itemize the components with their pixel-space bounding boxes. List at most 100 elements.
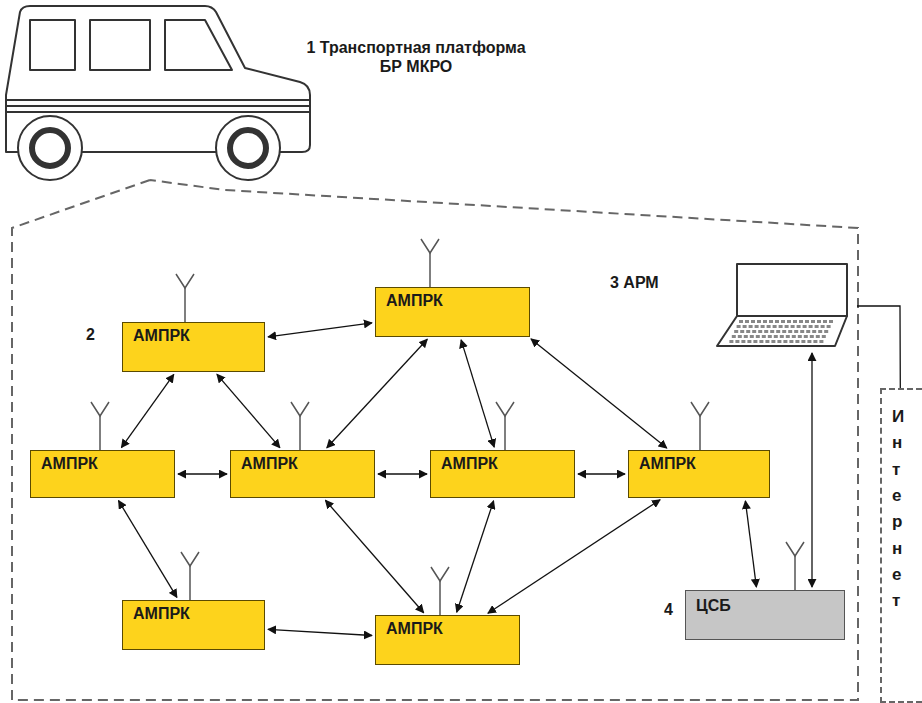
key (821, 325, 825, 328)
key (798, 335, 802, 338)
key (763, 320, 767, 323)
link-arrow (857, 306, 900, 388)
key (804, 335, 808, 338)
node-label: АМПРК (441, 455, 498, 473)
key (822, 335, 826, 338)
key (779, 325, 783, 328)
key (776, 330, 780, 333)
antenna-mast (184, 288, 186, 322)
callout-number: 2 (86, 325, 95, 344)
laptop-keyboard (717, 316, 847, 346)
antenna-symbol (181, 552, 199, 600)
key (761, 325, 765, 328)
key (787, 320, 791, 323)
key (765, 340, 769, 343)
key (801, 340, 805, 343)
node-label: Интернет (892, 404, 909, 615)
antenna-symbol (421, 239, 439, 287)
key (773, 325, 777, 328)
key (800, 330, 804, 333)
key (751, 320, 755, 323)
node-label: АМПРК (386, 292, 443, 310)
antenna-head (496, 402, 514, 416)
key (771, 340, 775, 343)
callout-number: 4 (664, 600, 673, 619)
dashed-region (12, 180, 858, 700)
key (749, 325, 753, 328)
node-label: АМПРК (639, 455, 696, 473)
key (794, 330, 798, 333)
antenna-head (291, 402, 309, 416)
base-station-box: ЦСБ (685, 590, 845, 640)
key (793, 320, 797, 323)
link-arrow (531, 339, 667, 448)
key (815, 325, 819, 328)
antenna-symbol (431, 567, 449, 615)
key (743, 325, 747, 328)
key (823, 320, 827, 323)
key (758, 330, 762, 333)
key (810, 335, 814, 338)
radio-module-box: АМПРК (375, 287, 530, 337)
key (759, 340, 763, 343)
key (762, 335, 766, 338)
antenna-mast (504, 416, 506, 450)
key (812, 330, 816, 333)
node-label: АМПРК (133, 327, 190, 345)
key (737, 325, 741, 328)
radio-module-box: АМПРК (430, 450, 575, 498)
link-arrow (457, 501, 494, 612)
antenna-mast (429, 253, 431, 287)
antenna-symbol (176, 274, 194, 322)
link-arrow (268, 629, 372, 635)
link-arrow (268, 323, 372, 337)
key (774, 335, 778, 338)
antenna-symbol (691, 402, 709, 450)
key (799, 320, 803, 323)
node-label: АМПРК (386, 620, 443, 638)
key (735, 340, 739, 343)
antenna-symbol (291, 402, 309, 450)
key (797, 325, 801, 328)
key (775, 320, 779, 323)
key (770, 330, 774, 333)
link-arrow (325, 500, 423, 612)
radio-module-box: АМПРК (375, 615, 520, 665)
antenna-mast (299, 416, 301, 450)
laptop-icon (715, 262, 857, 350)
node-label: АМПРК (133, 605, 190, 623)
node-label: ЦСБ (696, 597, 731, 615)
link-arrow (378, 473, 427, 474)
key (811, 320, 815, 323)
key (738, 335, 742, 338)
radio-module-box: АМПРК (122, 322, 265, 372)
antenna-mast (189, 566, 191, 600)
key (781, 320, 785, 323)
key (824, 330, 828, 333)
antenna-head (786, 542, 804, 556)
workstation-node: 3 АРМ (715, 262, 857, 350)
key (753, 340, 757, 343)
key (816, 335, 820, 338)
antenna-head (421, 239, 439, 253)
workstation-label: 3 АРМ (610, 274, 659, 292)
key (782, 330, 786, 333)
laptop-screen (737, 264, 847, 316)
key (740, 330, 744, 333)
key (786, 335, 790, 338)
laptop-outline (717, 264, 847, 346)
link-arrow (745, 501, 756, 587)
key (813, 340, 817, 343)
key (785, 325, 789, 328)
antenna-head (691, 402, 709, 416)
key (732, 335, 736, 338)
link-arrow (121, 374, 173, 447)
key (729, 340, 733, 343)
key (827, 325, 831, 328)
key (756, 335, 760, 338)
key (734, 330, 738, 333)
key (788, 330, 792, 333)
key (757, 320, 761, 323)
key (819, 340, 823, 343)
radio-module-box: АМПРК (230, 450, 375, 498)
